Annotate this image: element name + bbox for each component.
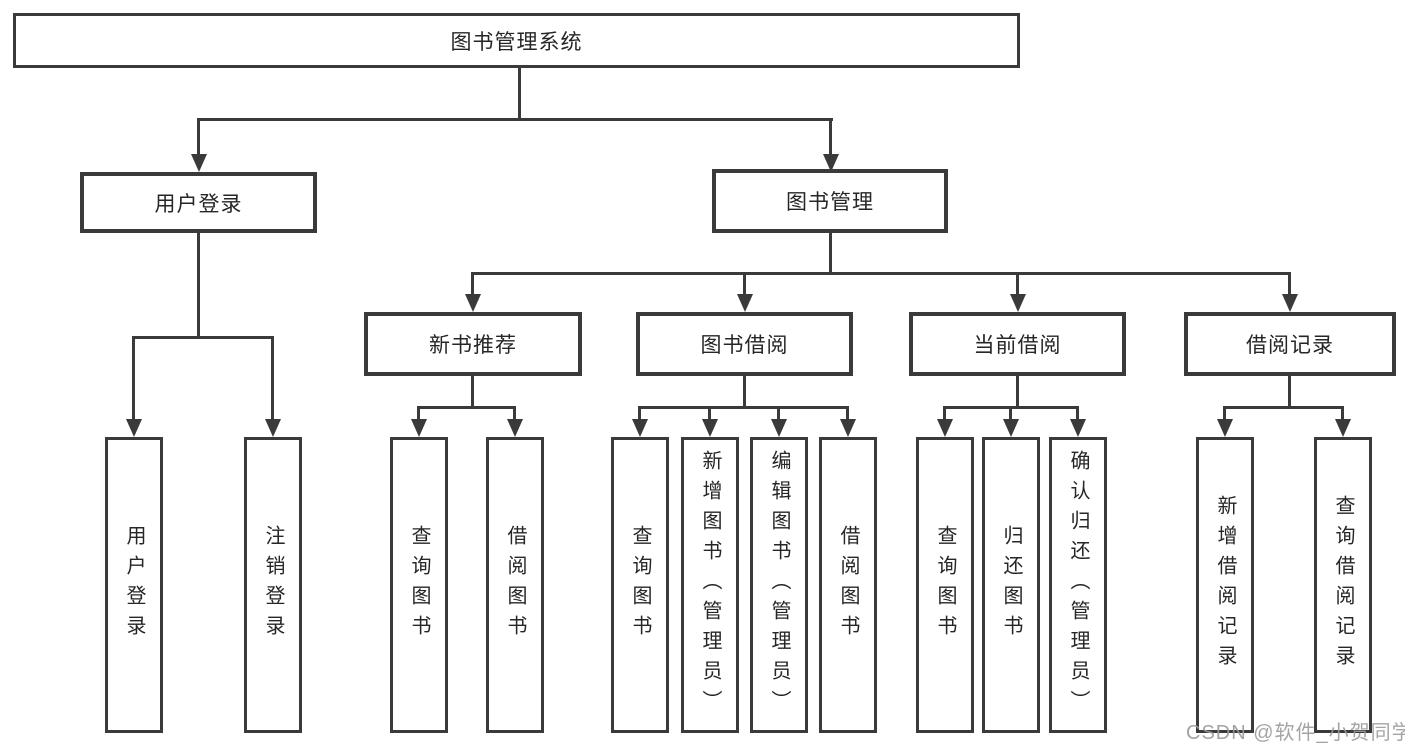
arrow-new-book-query [417, 406, 420, 419]
connector-book-borrow-trunk [743, 376, 746, 409]
leaf-borrowing-add-books-admin: 新增图书（管理员） [681, 437, 739, 733]
connector-new-book-trunk [471, 376, 474, 409]
arrow-to-book-borrowing [743, 272, 746, 294]
leaf-borrowing-borrow-books: 借阅图书 [819, 437, 877, 733]
arrow-to-user-login-leaf [132, 336, 135, 419]
node-current-borrowing: 当前借阅 [909, 312, 1126, 376]
connector-current-borrow-trunk [1016, 376, 1019, 409]
arrow-current-query [943, 406, 946, 419]
connector-root-trunk [518, 68, 521, 121]
leaf-borrowing-edit-books-admin: 编辑图书（管理员） [750, 437, 808, 733]
leaf-user-login: 用户登录 [105, 437, 163, 733]
connector-records-rail [1223, 406, 1344, 409]
connector-root-rail [197, 118, 833, 121]
connector-book-management-rail [471, 272, 1291, 275]
arrow-to-book-management [829, 118, 832, 154]
arrow-records-add [1223, 406, 1226, 419]
leaf-logout: 注销登录 [244, 437, 302, 733]
arrow-borrow-edit [777, 406, 780, 419]
arrow-to-current-borrowing [1016, 272, 1019, 294]
arrow-borrow-borrow [846, 406, 849, 419]
leaf-newbook-query-books: 查询图书 [390, 437, 448, 733]
leaf-records-add-record: 新增借阅记录 [1196, 437, 1254, 733]
arrow-borrow-add [708, 406, 711, 419]
csdn-watermark: CSDN @软件_小贺同学 [1186, 722, 1405, 744]
leaf-current-return-books: 归还图书 [982, 437, 1040, 733]
node-book-management: 图书管理 [712, 169, 948, 233]
leaf-current-confirm-return-admin: 确认归还（管理员） [1049, 437, 1107, 733]
arrow-current-return [1009, 406, 1012, 419]
leaf-records-query-record: 查询借阅记录 [1314, 437, 1372, 733]
arrow-records-query [1341, 406, 1344, 419]
leaf-current-query-books: 查询图书 [916, 437, 974, 733]
leaf-borrowing-query-books: 查询图书 [611, 437, 669, 733]
arrow-borrow-query [638, 406, 641, 419]
leaf-newbook-borrow-books: 借阅图书 [486, 437, 544, 733]
node-root-library-system: 图书管理系统 [13, 13, 1020, 68]
arrow-to-new-book-recommend [471, 272, 474, 294]
connector-new-book-rail [417, 406, 516, 409]
connector-records-trunk [1288, 376, 1291, 409]
connector-user-login-rail [132, 336, 274, 339]
arrow-to-logout-leaf [271, 336, 274, 419]
arrow-current-confirm [1076, 406, 1079, 419]
connector-user-login-trunk [197, 232, 200, 339]
arrow-new-book-borrow [513, 406, 516, 419]
node-borrowing-records: 借阅记录 [1184, 312, 1396, 376]
arrow-to-borrowing-records [1288, 272, 1291, 294]
arrow-to-user-login [197, 118, 200, 154]
node-new-book-recommend: 新书推荐 [364, 312, 582, 376]
node-user-login: 用户登录 [80, 172, 317, 233]
connector-book-borrow-rail [638, 406, 849, 409]
connector-book-management-trunk [829, 232, 832, 275]
node-book-borrowing: 图书借阅 [636, 312, 853, 376]
